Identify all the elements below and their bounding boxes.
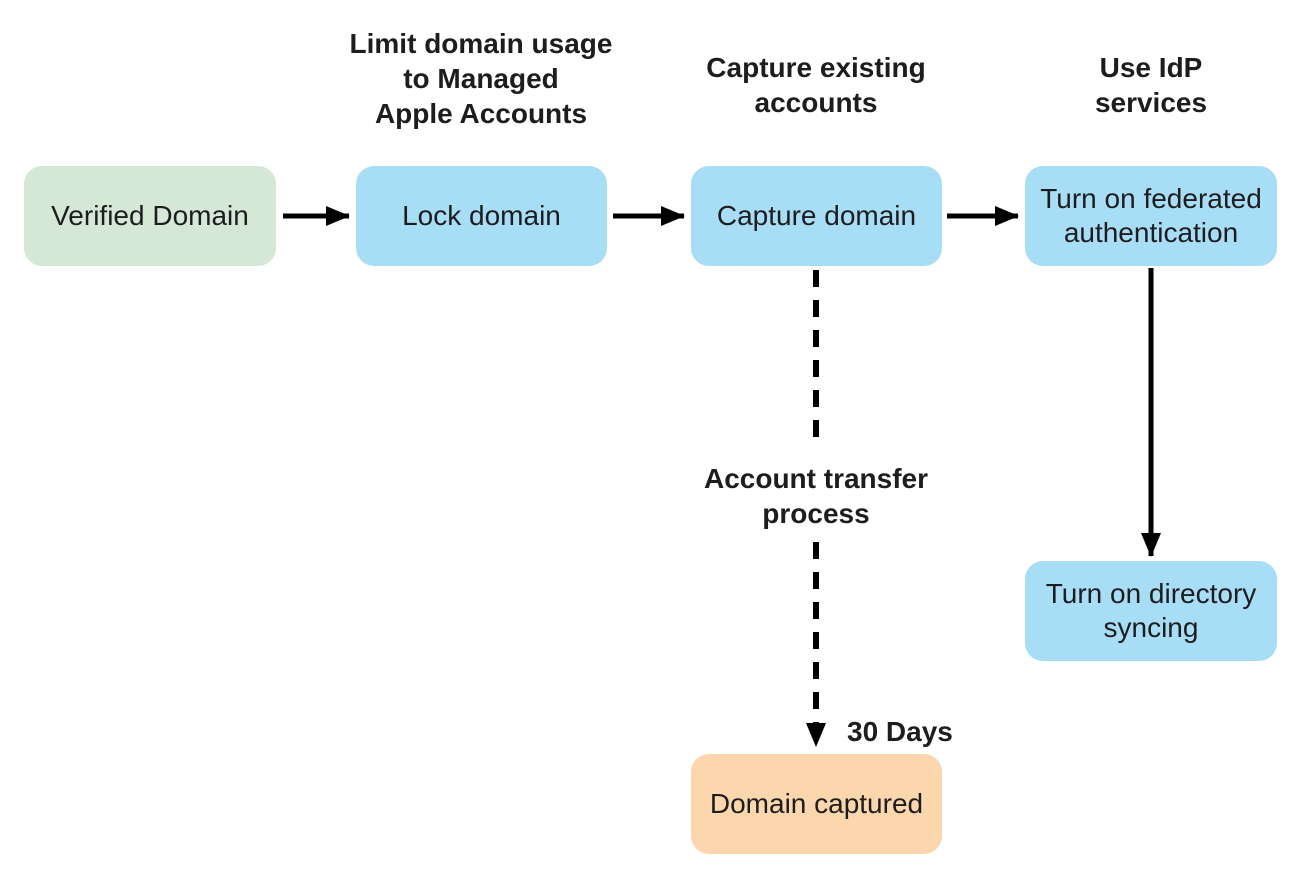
node-lock-domain: Lock domain (356, 166, 607, 266)
node-directory-syncing-label: Turn on directory syncing (1045, 578, 1257, 643)
node-capture-domain-label: Capture domain (716, 200, 917, 231)
node-lock-domain-label: Lock domain (402, 200, 561, 231)
node-domain-captured: Domain captured (691, 754, 942, 854)
node-directory-syncing: Turn on directory syncing (1025, 561, 1277, 661)
node-federated-authentication-label: Turn on federated authentication (1040, 183, 1262, 248)
node-federated-authentication: Turn on federated authentication (1025, 166, 1277, 266)
annotation-capture-existing-accounts: Capture existing accounts (706, 52, 926, 118)
annotation-30-days: 30 Days (847, 716, 953, 747)
annotation-account-transfer-process: Account transfer process (703, 463, 929, 529)
annotation-limit-domain-usage: Limit domain usage to Managed Apple Acco… (349, 28, 613, 129)
node-verified-domain-label: Verified Domain (51, 200, 249, 231)
annotation-use-idp-services: Use IdP services (1094, 52, 1208, 118)
node-capture-domain: Capture domain (691, 166, 942, 266)
node-verified-domain: Verified Domain (24, 166, 276, 266)
node-domain-captured-label: Domain captured (709, 788, 924, 819)
